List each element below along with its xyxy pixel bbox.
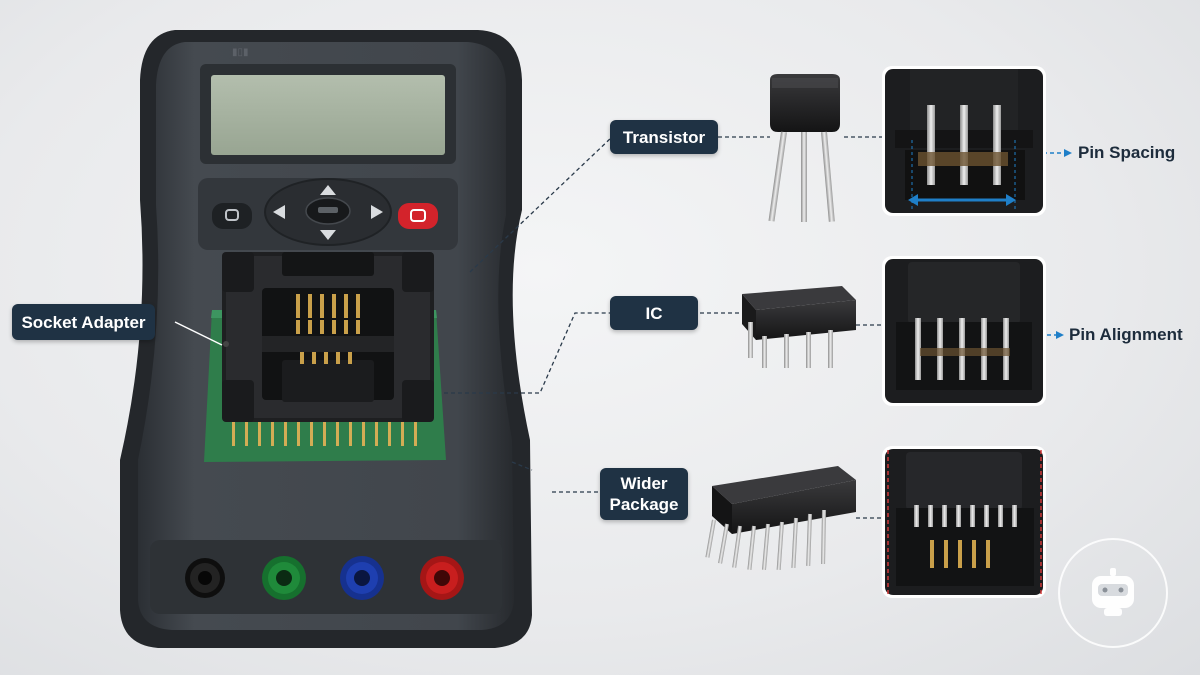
ic-label: IC xyxy=(610,296,698,330)
jack-black[interactable] xyxy=(185,558,225,598)
power-icon xyxy=(225,209,239,221)
arrow-up-icon xyxy=(320,185,336,195)
callout-arrow-icon xyxy=(1056,331,1064,339)
robot-logo-graphic xyxy=(1092,568,1134,616)
stop-button[interactable] xyxy=(398,203,438,229)
arrow-down-icon xyxy=(320,230,336,240)
zif-socket[interactable] xyxy=(222,252,434,422)
pcb-pins xyxy=(232,418,417,446)
pin-spacing-callout: Pin Spacing xyxy=(1078,143,1176,162)
pin-alignment-callout: Pin Alignment xyxy=(1069,325,1183,344)
ic-component xyxy=(742,286,856,368)
device-mark: ▮▯▮ xyxy=(232,47,249,58)
closeup-wider-package xyxy=(882,446,1046,598)
power-button[interactable] xyxy=(212,203,252,229)
stop-icon xyxy=(410,209,426,222)
bottom-panel xyxy=(150,540,502,614)
wider-package-label-line2: Package xyxy=(609,495,679,514)
transistor-label: Transistor xyxy=(610,120,718,154)
arrow-right-icon xyxy=(371,205,383,219)
wider-package-label-line1: Wider xyxy=(620,474,668,493)
handheld-tester: ▮▯▮ xyxy=(120,30,532,648)
jack-blue[interactable] xyxy=(340,556,384,600)
jack-green[interactable] xyxy=(262,556,306,600)
arrow-left-icon xyxy=(273,205,285,219)
jack-red[interactable] xyxy=(420,556,464,600)
dpad[interactable] xyxy=(264,178,392,246)
lcd-screen xyxy=(211,75,445,155)
closeup-pin-spacing xyxy=(882,66,1046,216)
wider-package-label: Wider Package xyxy=(600,468,688,520)
robot-logo-icon xyxy=(1058,538,1168,648)
socket-adapter-label: Socket Adapter xyxy=(12,304,155,340)
transistor-component xyxy=(768,74,840,222)
callout-arrow-icon xyxy=(1064,149,1072,157)
wide-package-component xyxy=(705,466,856,571)
closeup-pin-alignment xyxy=(882,256,1046,406)
